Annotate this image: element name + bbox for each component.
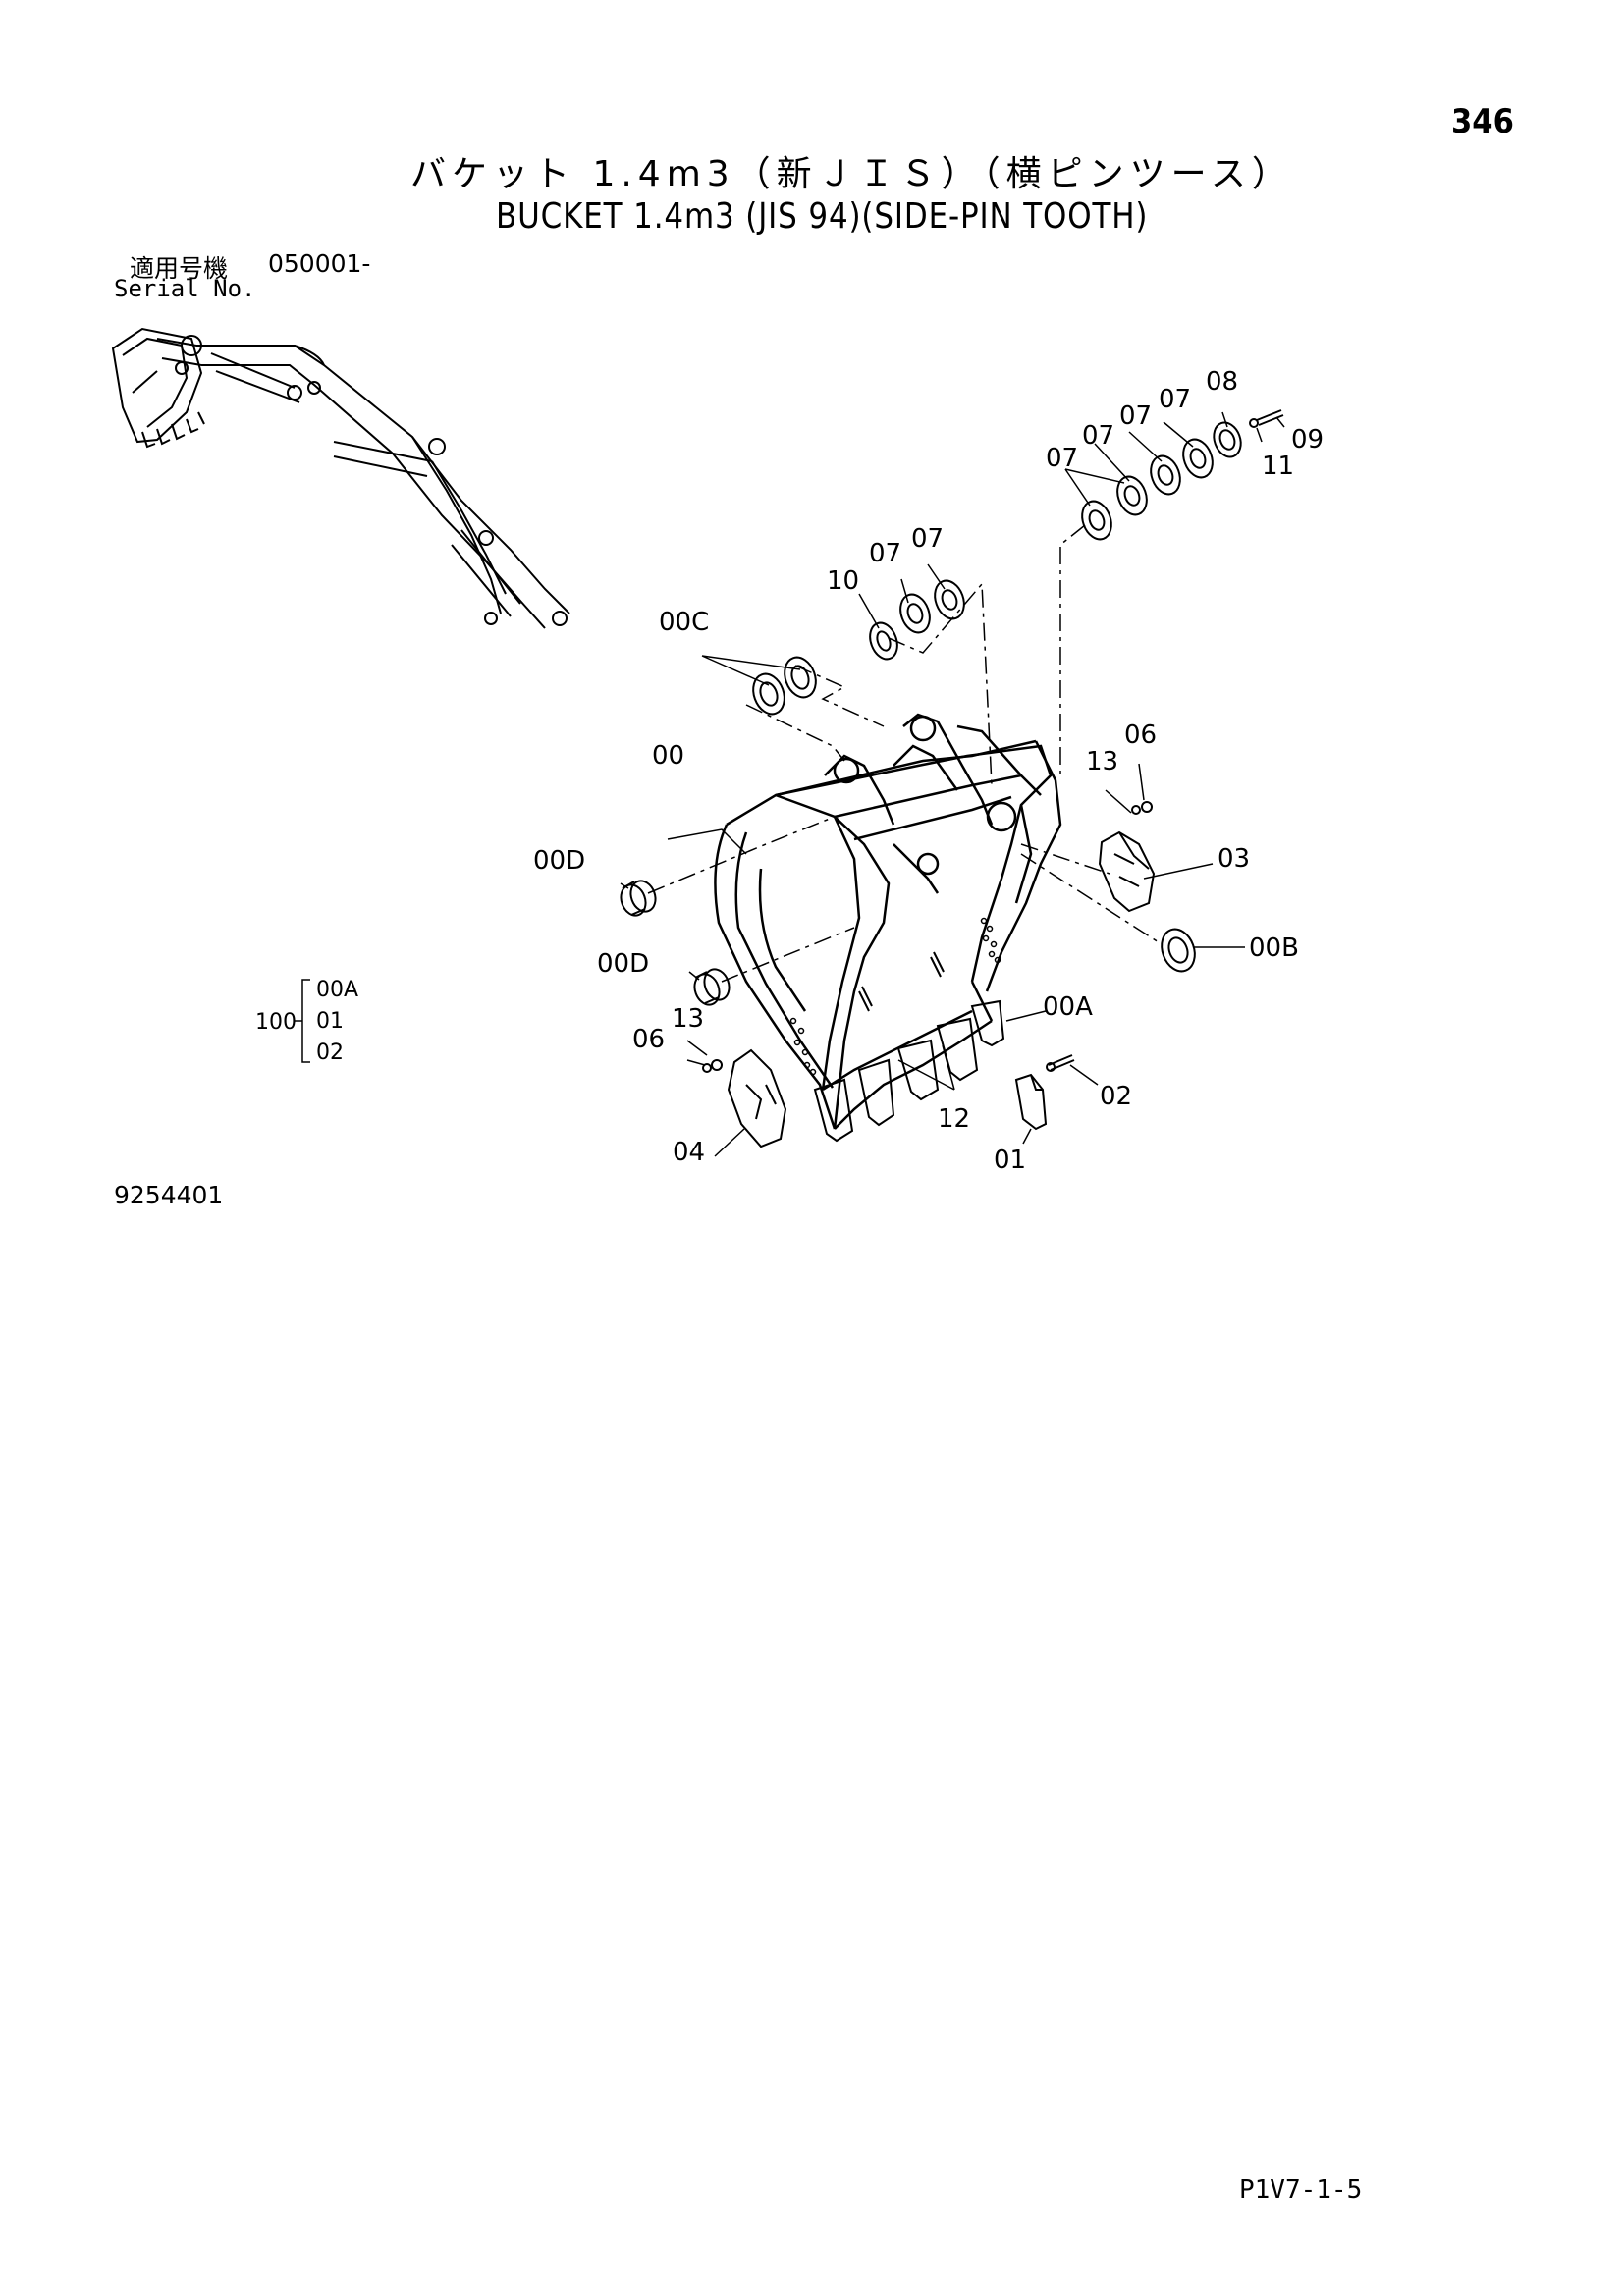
callout-07-top-d: 07 <box>1159 385 1191 414</box>
bolts <box>702 801 1153 1073</box>
callout-08: 08 <box>1206 367 1238 397</box>
callout-00A: 00A <box>1043 992 1093 1022</box>
callout-13-lower: 13 <box>672 1004 704 1034</box>
assembly-number: 100 <box>255 1010 297 1035</box>
callout-00B: 00B <box>1249 934 1299 963</box>
side-cutter-04 <box>727 1048 787 1148</box>
assembly-part-1: 00A <box>316 978 358 1002</box>
callout-07-top-a: 07 <box>1046 444 1078 473</box>
leader-lines <box>295 411 1285 1157</box>
callout-01: 01 <box>994 1146 1026 1175</box>
callout-02: 02 <box>1100 1082 1132 1111</box>
serial-label-japanese: 適用号機 <box>130 254 229 283</box>
callout-07-top-b: 07 <box>1082 421 1114 451</box>
callout-07-mid-b: 07 <box>911 524 944 554</box>
callout-03: 03 <box>1218 844 1250 874</box>
shims-top-right <box>1081 409 1284 541</box>
bucket-body <box>714 713 1062 1130</box>
tooth-part-01 <box>1014 1054 1075 1131</box>
assembly-axis-lines <box>647 524 1160 983</box>
shims-middle <box>869 579 965 661</box>
callout-13-upper: 13 <box>1086 747 1118 776</box>
side-cutter-03 <box>1098 830 1156 913</box>
callout-06-lower: 06 <box>632 1025 665 1054</box>
callout-10: 10 <box>827 566 859 596</box>
callout-04: 04 <box>673 1138 705 1167</box>
footer-code: P1V7-1-5 <box>1239 2175 1363 2205</box>
callout-00D-lower: 00D <box>597 949 649 979</box>
callout-12: 12 <box>938 1104 970 1134</box>
callout-11: 11 <box>1262 452 1294 481</box>
callout-07-top-c: 07 <box>1119 401 1152 431</box>
page-number: 346 <box>1451 102 1514 141</box>
callout-00D-upper: 00D <box>533 846 585 876</box>
callout-07-mid-a: 07 <box>869 539 901 568</box>
callout-00C: 00C <box>659 608 709 637</box>
callout-09: 09 <box>1291 425 1324 454</box>
callout-00: 00 <box>652 741 684 771</box>
bushings-00D <box>620 880 731 1006</box>
seal-00B <box>1161 928 1196 973</box>
title-english: BUCKET 1.4m3 (JIS 94)(SIDE-PIN TOOTH) <box>496 196 1149 237</box>
serial-value: 050001- <box>268 249 371 278</box>
excavator-arm-overview <box>111 327 570 629</box>
serial-label-english: Serial No. <box>114 275 256 302</box>
document-number: 9254401 <box>114 1181 224 1209</box>
callout-06-upper: 06 <box>1124 721 1157 750</box>
assembly-part-2: 01 <box>316 1009 344 1034</box>
seals-00C <box>752 656 817 716</box>
title-japanese: バケット 1.4m3（新ＪＩＳ）（横ピンツース） <box>410 154 1293 194</box>
assembly-part-3: 02 <box>316 1041 344 1065</box>
